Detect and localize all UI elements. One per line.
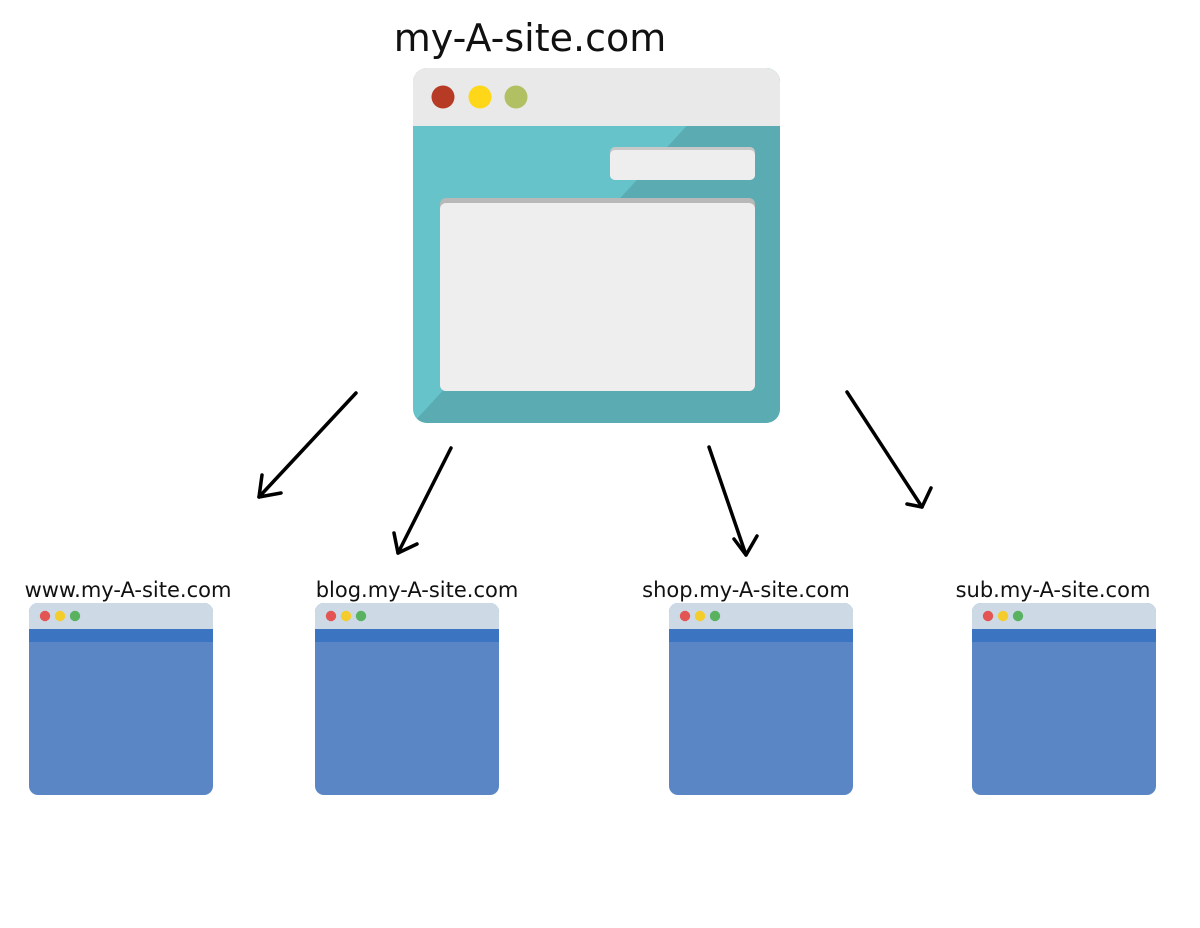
main-window-content-panel <box>440 203 755 391</box>
subdomain-window-shop-toolbar <box>669 629 853 642</box>
subdomain-label-shop: shop.my-A-site.com <box>642 578 850 602</box>
main-window-maximize-dot-icon <box>504 85 528 109</box>
subdomain-window-sub-frame <box>972 603 1156 795</box>
arrow-to-www <box>257 391 358 499</box>
subdomain-window-www-maximize-dot-icon <box>69 610 81 622</box>
subdomain-window-blog-frame <box>315 603 499 795</box>
subdomain-label-sub: sub.my-A-site.com <box>955 578 1151 602</box>
subdomain-window-www-toolbar <box>29 629 213 642</box>
subdomain-window-blog-minimize-dot-icon <box>340 610 352 622</box>
subdomain-window-sub-toolbar <box>972 629 1156 642</box>
main-window-minimize-dot-icon <box>468 85 492 109</box>
subdomain-window-sub-minimize-dot-icon <box>997 610 1009 622</box>
subdomain-window-shop-close-dot-icon <box>679 610 691 622</box>
subdomain-window-shop-minimize-dot-icon <box>694 610 706 622</box>
subdomain-label-www: www.my-A-site.com <box>24 578 232 602</box>
subdomain-window-shop-frame <box>669 603 853 795</box>
main-window-close-dot-icon <box>431 85 455 109</box>
subdomain-label-blog: blog.my-A-site.com <box>315 578 519 602</box>
main-site-browser-window <box>413 68 780 423</box>
arrow-to-blog <box>392 446 453 555</box>
subdomain-window-blog <box>315 603 499 795</box>
subdomain-window-sub <box>972 603 1156 795</box>
subdomain-window-www-frame <box>29 603 213 795</box>
subdomain-window-blog-close-dot-icon <box>325 610 337 622</box>
subdomain-window-shop <box>669 603 853 795</box>
subdomain-window-www-close-dot-icon <box>39 610 51 622</box>
subdomain-window-sub-maximize-dot-icon <box>1012 610 1024 622</box>
subdomain-window-shop-maximize-dot-icon <box>709 610 721 622</box>
subdomain-window-blog-maximize-dot-icon <box>355 610 367 622</box>
subdomain-window-www <box>29 603 213 795</box>
subdomain-windows-group <box>29 603 1156 795</box>
arrows-group <box>257 390 933 557</box>
subdomain-window-www-minimize-dot-icon <box>54 610 66 622</box>
subdomain-window-blog-toolbar <box>315 629 499 642</box>
subdomain-window-sub-close-dot-icon <box>982 610 994 622</box>
main-window-titlebar <box>413 68 780 126</box>
main-site-domain-label: my-A-site.com <box>393 16 667 60</box>
arrow-to-sub <box>845 390 933 509</box>
main-window-search-bar <box>610 150 755 180</box>
arrow-to-shop <box>707 445 759 557</box>
